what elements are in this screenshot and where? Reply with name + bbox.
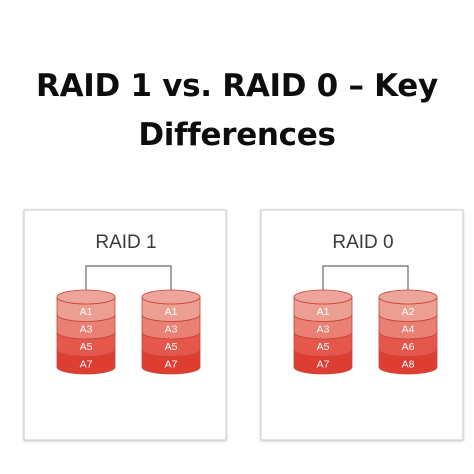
disk-top-cap	[56, 289, 116, 305]
block-label: A5	[80, 341, 93, 353]
disk-top-cap	[141, 289, 201, 305]
connector-line	[85, 265, 172, 295]
disk-top-cap	[293, 289, 353, 305]
block-label: A7	[165, 358, 178, 370]
block-label: A6	[402, 341, 415, 353]
block-label: A3	[80, 323, 93, 335]
block-label: A1	[317, 306, 330, 318]
block-label: A3	[317, 323, 330, 335]
block-label: A1	[165, 306, 178, 318]
raid0-label: RAID 0	[332, 232, 393, 253]
block-label: A5	[317, 341, 330, 353]
title-line-1: RAID 1 vs. RAID 0 – Key	[36, 68, 438, 104]
block-label: A1	[80, 306, 93, 318]
block-label: A2	[402, 306, 415, 318]
disk-top-cap	[378, 289, 438, 305]
block-label: A8	[402, 358, 415, 370]
title-line-2: Differences	[138, 117, 336, 153]
block-label: A5	[165, 341, 178, 353]
raid1-label: RAID 1	[95, 232, 156, 253]
page-title: RAID 1 vs. RAID 0 – Key Differences	[0, 62, 474, 160]
connector-line	[322, 265, 409, 295]
block-label: A7	[317, 358, 330, 370]
block-label: A7	[80, 358, 93, 370]
block-label: A4	[402, 323, 415, 335]
block-label: A3	[165, 323, 178, 335]
